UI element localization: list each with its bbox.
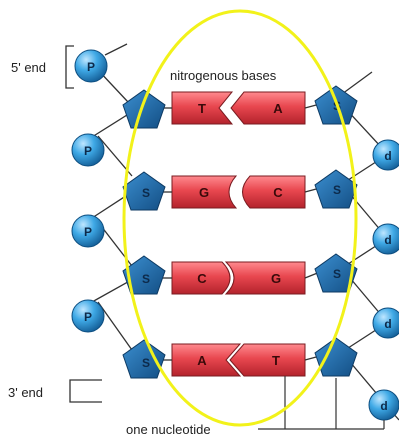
base-C-left: C	[197, 271, 207, 286]
base-C-right: C	[273, 185, 283, 200]
sugar-right-3-label: S	[333, 267, 341, 281]
base-pair-4: A T	[171, 343, 306, 377]
phosphate-left-3-label: P	[84, 225, 92, 239]
sugar-left-1	[122, 89, 166, 129]
ball-right-2	[372, 223, 399, 255]
nucleotide-leader-lines	[258, 376, 385, 430]
base-pair-2: G C	[171, 175, 306, 209]
ball-right-1	[372, 139, 399, 171]
sugar-right-2-label: S	[333, 183, 341, 197]
nucleotide-highlight-ellipse	[122, 9, 358, 427]
base-sugar-bonds	[160, 103, 321, 361]
base-T-right: T	[272, 353, 280, 368]
phosphate-left-4	[71, 299, 105, 333]
ball-right-4-label: d	[380, 399, 387, 413]
ball-right-3-label: d	[384, 317, 391, 331]
sugar-left-3-label: S	[142, 272, 150, 286]
phosphate-left-3	[71, 214, 105, 248]
phosphate-left-1-label: P	[87, 60, 95, 74]
base-A-right: A	[273, 101, 283, 116]
phosphate-left-2	[71, 133, 105, 167]
base-G-right: G	[271, 271, 281, 286]
ball-right-3	[372, 307, 399, 339]
base-T-left: T	[198, 101, 206, 116]
nitrogenous-bases-label: nitrogenous bases	[170, 68, 277, 83]
sugar-left-2-label: S	[142, 186, 150, 200]
ball-right-2-label: d	[384, 233, 391, 247]
phosphate-left-1	[74, 49, 108, 83]
one-nucleotide-label: one nucleotide	[126, 422, 211, 437]
three-prime-end-label: 3' end	[8, 385, 43, 400]
base-A-left: A	[197, 353, 207, 368]
right-balls: d d d d	[368, 139, 399, 421]
left-phosphates: P P P P	[71, 49, 108, 333]
sugar-left-4	[122, 339, 166, 379]
base-G-left: G	[199, 185, 209, 200]
phosphate-left-4-label: P	[84, 310, 92, 324]
five-prime-end-label: 5' end	[11, 60, 46, 75]
base-pair-1: T A	[171, 91, 306, 125]
end-brackets	[65, 45, 102, 403]
ball-right-1-label: d	[384, 149, 391, 163]
sugar-right-4	[314, 337, 358, 377]
sugar-left-4-label: S	[142, 356, 150, 370]
phosphate-left-2-label: P	[84, 144, 92, 158]
base-pair-3: C G	[171, 261, 306, 295]
left-sugars: S S S	[122, 89, 166, 379]
